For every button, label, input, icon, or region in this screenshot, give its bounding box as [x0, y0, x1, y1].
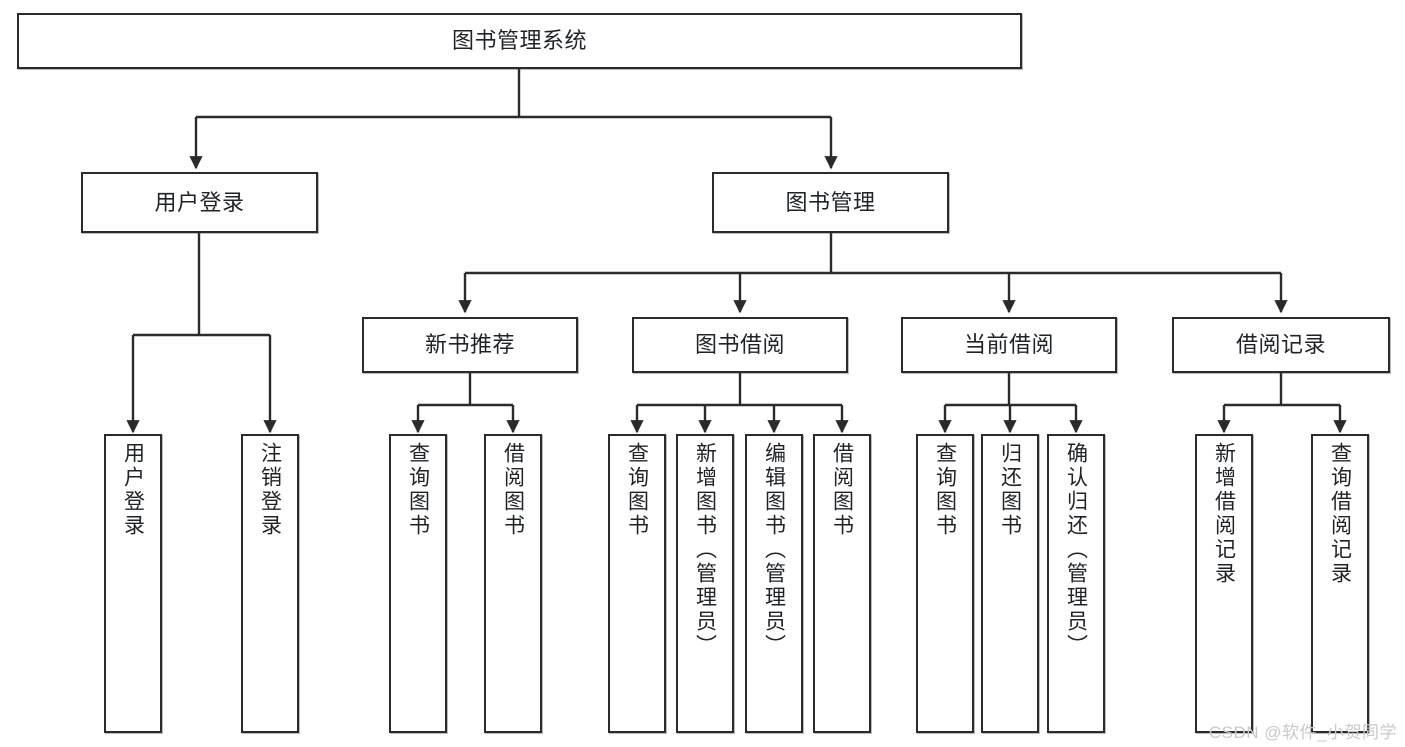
node-leaf-query-book-current[interactable]: 查询图书 — [916, 434, 974, 733]
node-label: 用户登录 — [154, 189, 245, 215]
node-leaf-confirm-return-admin[interactable]: 确认归还（管理员） — [1047, 434, 1105, 733]
node-leaf-query-book-borrow[interactable]: 查询图书 — [608, 434, 666, 733]
node-label: 查询借阅记录 — [1328, 442, 1352, 586]
node-label: 新书推荐 — [424, 332, 515, 358]
node-current-borrow[interactable]: 当前借阅 — [901, 317, 1117, 373]
node-leaf-logout[interactable]: 注销登录 — [241, 434, 299, 733]
node-label: 查询图书 — [933, 442, 957, 538]
node-label: 注销登录 — [258, 442, 282, 538]
node-label: 新增借阅记录 — [1212, 442, 1236, 586]
watermark-text: CSDN @软件_小贺同学 — [1208, 723, 1397, 742]
node-leaf-edit-book-admin[interactable]: 编辑图书（管理员） — [745, 434, 803, 733]
node-label: 查询图书 — [625, 442, 649, 538]
node-leaf-query-book-recommend[interactable]: 查询图书 — [389, 434, 447, 733]
node-new-book-recommend[interactable]: 新书推荐 — [362, 317, 578, 373]
node-label: 新增图书（管理员） — [693, 442, 717, 658]
node-label: 图书借阅 — [694, 332, 785, 358]
node-label: 图书管理系统 — [451, 28, 587, 54]
node-label: 图书管理 — [785, 189, 876, 215]
node-label: 用户登录 — [121, 442, 145, 538]
node-label: 确认归还（管理员） — [1064, 442, 1088, 658]
node-label: 借阅图书 — [830, 442, 854, 538]
node-leaf-add-borrow-record[interactable]: 新增借阅记录 — [1195, 434, 1253, 733]
node-leaf-borrow-book[interactable]: 借阅图书 — [813, 434, 871, 733]
node-label: 归还图书 — [998, 442, 1022, 538]
node-leaf-return-book[interactable]: 归还图书 — [981, 434, 1039, 733]
node-leaf-borrow-book-recommend[interactable]: 借阅图书 — [484, 434, 542, 733]
node-leaf-user-login[interactable]: 用户登录 — [104, 434, 162, 733]
node-book-management[interactable]: 图书管理 — [712, 172, 949, 233]
node-root-book-management-system[interactable]: 图书管理系统 — [17, 13, 1022, 69]
node-label: 借阅图书 — [501, 442, 525, 538]
node-user-login[interactable]: 用户登录 — [81, 172, 318, 233]
node-label: 编辑图书（管理员） — [762, 442, 786, 658]
node-label: 借阅记录 — [1235, 332, 1326, 358]
node-book-borrow[interactable]: 图书借阅 — [632, 317, 848, 373]
node-label: 查询图书 — [406, 442, 430, 538]
node-borrow-record[interactable]: 借阅记录 — [1172, 317, 1390, 373]
node-leaf-query-borrow-record[interactable]: 查询借阅记录 — [1311, 434, 1369, 733]
node-leaf-add-book-admin[interactable]: 新增图书（管理员） — [676, 434, 734, 733]
node-label: 当前借阅 — [963, 332, 1054, 358]
